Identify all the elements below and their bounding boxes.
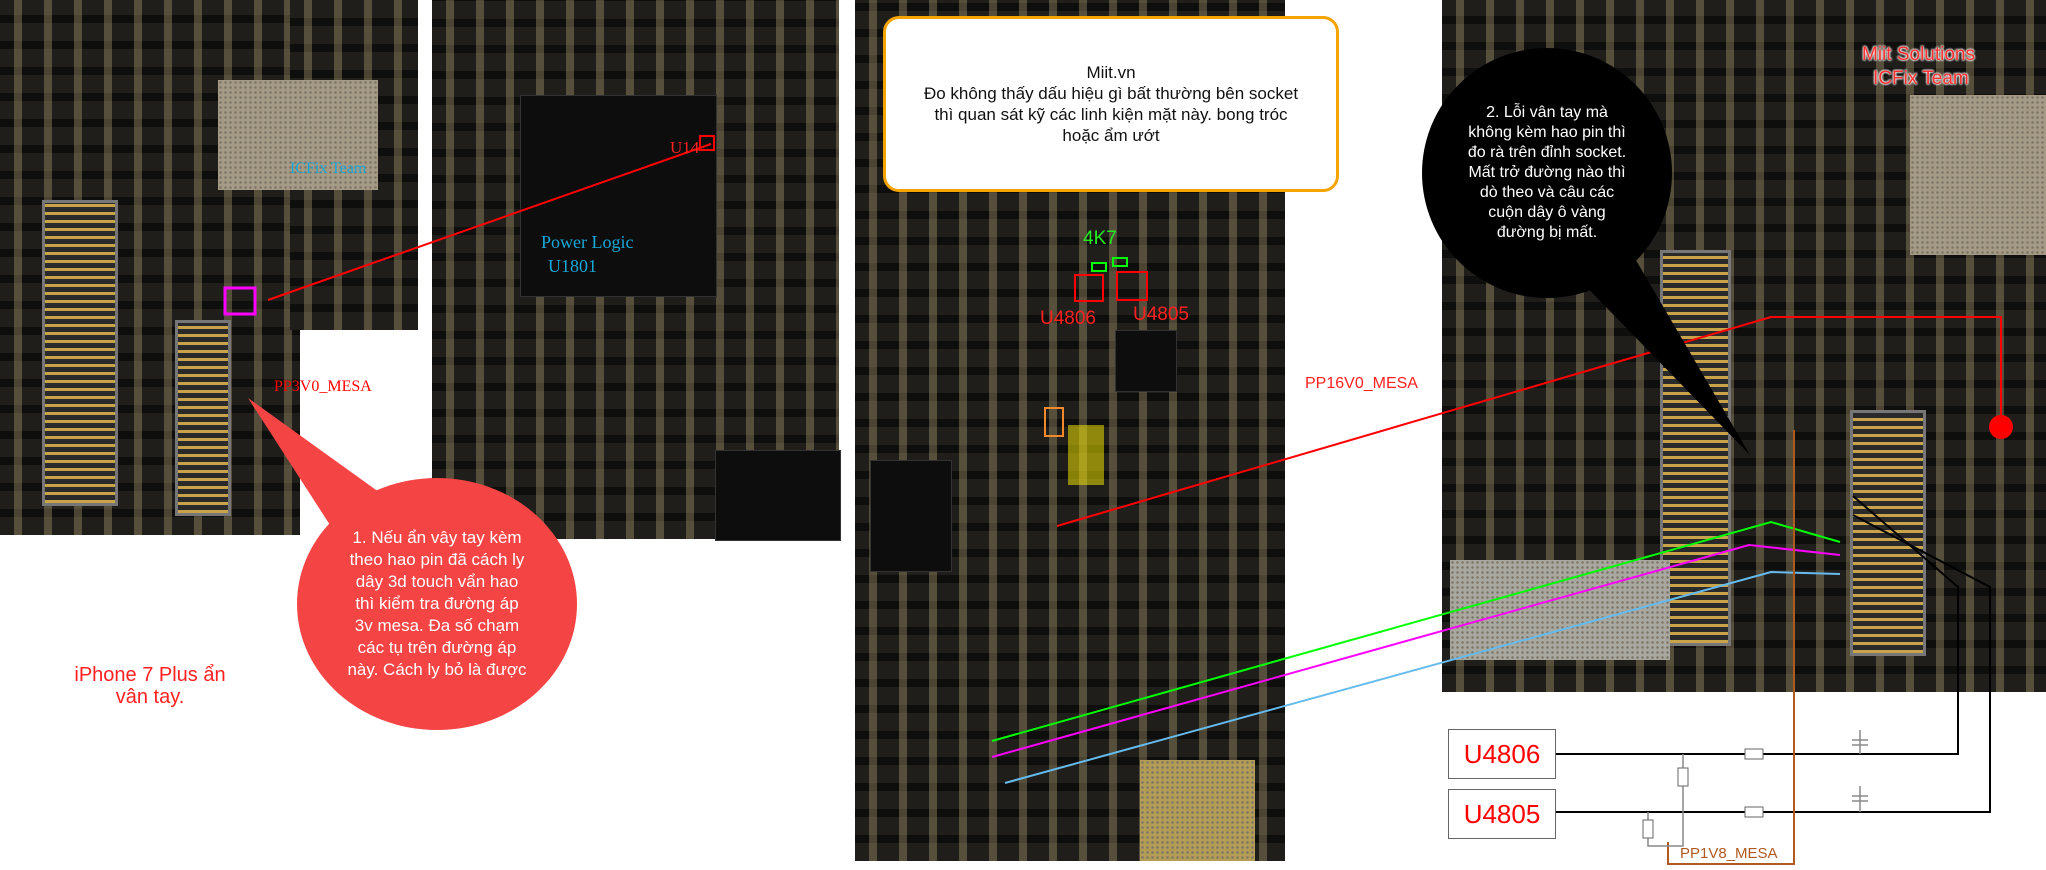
pp16v0-component-marker	[1044, 407, 1064, 437]
note-line: Đo không thấy dấu hiệu gì bất thường bên…	[923, 84, 1299, 103]
rf-shield-right	[1910, 95, 2046, 255]
connector-left-2	[175, 320, 231, 516]
bubble-2-line: đường bị mất.	[1496, 224, 1598, 241]
schematic-box-u4806: U4806	[1448, 729, 1556, 779]
bubble-1-line: 3v mesa. Đa số chạm	[354, 616, 520, 635]
schematic-box-u4805: U4805	[1448, 789, 1556, 839]
page-title: iPhone 7 Plus ẩn vân tay.	[74, 664, 226, 708]
pp1v8-mesa-label: PP1V8_MESA	[1680, 845, 1778, 862]
icfix-watermark: ICFix Team	[290, 160, 367, 177]
green-trace-line	[991, 520, 1841, 742]
pp3v0-pointer-line	[267, 143, 712, 301]
pullup-resistor-2	[1642, 819, 1654, 839]
u4805-label: U4805	[1133, 304, 1189, 325]
note-line: thì quan sát kỹ các linh kiện mặt này. b…	[934, 105, 1288, 124]
bubble-1-line: các tụ trên đường áp	[357, 638, 517, 657]
u4806-label: U4806	[1040, 308, 1096, 329]
capacitor-symbol-2	[1852, 786, 1868, 812]
bubble-1-line: thì kiểm tra đường áp	[355, 594, 519, 613]
u14-label: U14	[670, 138, 700, 157]
connector-left-1	[42, 200, 118, 506]
bubble-2-line: dò theo và câu các	[1479, 184, 1615, 201]
chip-bottom	[715, 450, 841, 541]
pp16v0-line	[1056, 316, 2002, 527]
rf-shield	[218, 80, 378, 190]
pp16v0-test-point	[1989, 415, 2013, 439]
power-logic-chip	[520, 95, 717, 297]
bubble-1-line: này. Cách ly bỏ là được	[347, 660, 527, 679]
branding-line-1: Miit Solutions	[1862, 44, 1975, 65]
connector-right-1	[1660, 250, 1731, 646]
hint-bubble-1: 1. Nếu ẩn vây tay kèm theo hao pin đã cá…	[297, 478, 577, 730]
schematic-wire-u4805	[1556, 514, 1991, 813]
power-logic-ref: U1801	[548, 256, 597, 276]
branding-line-2: ICFix Team	[1873, 68, 1969, 89]
resistor-symbol-1	[1744, 748, 1764, 760]
capacitor-symbol-1	[1852, 730, 1868, 754]
resistor-4k7-marker-2	[1112, 257, 1128, 267]
chip-center-2	[870, 460, 952, 572]
schematic-wire-u4806	[1556, 495, 1959, 755]
hint-bubble-2: 2. Lỗi vân tay mà không kèm hao pin thì …	[1422, 48, 1672, 298]
magenta-trace-line	[991, 543, 1841, 758]
u4806-marker	[1074, 274, 1104, 302]
bubble-2-line: Mất trở đường nào thì	[1468, 164, 1626, 181]
lightblue-trace-line	[1004, 570, 1841, 784]
bubble-2-line: đo rà trên đỉnh socket.	[1467, 144, 1627, 161]
highlight-cluster	[1068, 425, 1104, 485]
bubble-2-tail	[1570, 250, 1750, 455]
resistor-symbol-2	[1744, 806, 1764, 818]
bubble-1-line: dây 3d touch vẩn hao	[355, 572, 519, 591]
mounting-bracket	[1140, 760, 1255, 861]
bubble-2-line: 2. Lỗi vân tay mà	[1486, 104, 1608, 121]
pullup-resistor-1	[1677, 767, 1689, 787]
u4805-marker	[1116, 271, 1148, 301]
bubble-2-line: cuộn dây ô vàng	[1488, 204, 1606, 221]
bubble-1-line: theo hao pin đã cách ly	[349, 550, 525, 569]
pp16v0-mesa-label: PP16V0_MESA	[1305, 375, 1418, 392]
resistor-4k7-marker-1	[1091, 262, 1107, 272]
pp3v0-mesa-label: PP3V0_MESA	[274, 378, 372, 395]
pp1v8-wire	[1667, 430, 1795, 865]
note-box: Miit.vn Đo không thấy dấu hiệu gì bất th…	[883, 16, 1339, 192]
power-logic-label: Power Logic	[541, 232, 634, 252]
bubble-1-tail	[248, 398, 390, 525]
note-line: Miit.vn	[1086, 63, 1136, 82]
bubble-1-line: 1. Nếu ẩn vây tay kèm	[352, 528, 522, 547]
component-marker-left	[223, 286, 257, 316]
chip-center-1	[1115, 330, 1177, 392]
resistor-4k7-label: 4K7	[1083, 228, 1117, 249]
u14-marker	[699, 135, 715, 151]
note-line: hoặc ẩm ướt	[1062, 126, 1160, 145]
bubble-2-line: không kèm hao pin thì	[1468, 124, 1626, 141]
